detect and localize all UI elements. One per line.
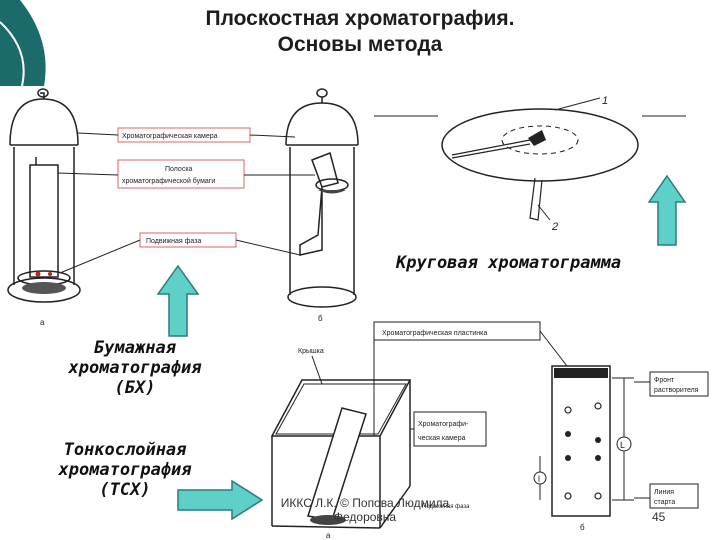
circ-num-2: 2: [551, 221, 558, 233]
arrow-up-circular-icon: [647, 174, 687, 246]
tlc-callout-front-1: Фронт: [654, 377, 675, 384]
tlc-letter-a: а: [326, 531, 331, 540]
paper-letter-b: б: [318, 314, 323, 323]
paper-label-1: Бумажная: [94, 338, 176, 358]
tlc-dim-l: l: [538, 474, 540, 484]
tlc-callout-chamber-2: ческая камера: [418, 435, 466, 442]
circ-num-1: 1: [602, 95, 608, 107]
slide-title: Плоскостная хроматография. Основы метода: [0, 6, 720, 58]
tlc-callout-start-1: Линия: [654, 489, 674, 496]
tlc-letter-b: б: [580, 523, 585, 532]
circular-chromatogram-figure: 1 2: [374, 95, 687, 246]
chamber-b: [285, 88, 359, 308]
arrow-right-tlc-icon: [177, 479, 264, 521]
title-line-2: Основы метода: [277, 33, 443, 56]
tlc-label-2: хроматография: [58, 460, 192, 480]
footer-author: ИККС Л.К. © Попова Людмила Федоровна: [280, 496, 450, 524]
paper-chromatography-label: Бумажная хроматография (БХ): [30, 338, 240, 398]
tlc-plate-developed: [551, 365, 611, 517]
tlc-label-1: Тонкослойная: [63, 440, 187, 460]
tlc-callout-phase: Подвижная фаза: [422, 504, 470, 510]
arrow-up-paper-icon: [156, 264, 200, 337]
tlc-label: Тонкослойная хроматография (ТСХ): [20, 440, 230, 500]
tlc-callout-chamber-1: Хроматографи-: [418, 421, 469, 428]
callout-strip-2: хроматографической бумаги: [122, 177, 215, 185]
chamber-a: [7, 88, 81, 303]
tlc-callout-plate: Хроматографическая пластинка: [382, 330, 487, 337]
page-number: 45: [652, 510, 666, 524]
callout-phase: Подвижная фаза: [146, 238, 201, 245]
tlc-callout-front-2: растворителя: [654, 387, 699, 394]
callout-chamber: Хроматографическая камера: [122, 133, 218, 140]
tlc-label-3: (ТСХ): [99, 480, 151, 500]
tlc-dim-L: L: [620, 440, 625, 450]
paper-label-2: хроматография: [68, 358, 202, 378]
paper-chromatography-figure: Хроматографическая камера Полоска хромат…: [7, 88, 359, 325]
corner-decoration: [0, 0, 46, 87]
paper-label-3: (БХ): [114, 378, 156, 398]
paper-letter-a: а: [40, 318, 45, 325]
filter-disc: [441, 108, 639, 182]
tlc-callout-lid: Крышка: [298, 348, 324, 355]
circular-label: Круговая хроматограмма: [396, 253, 622, 273]
tlc-callout-start-2: старта: [654, 499, 675, 506]
callout-strip-1: Полоска: [165, 166, 193, 173]
tlc-figure: Хроматографическая пластинка Крышка Хром…: [270, 321, 709, 540]
title-line-1: Плоскостная хроматография.: [205, 7, 515, 30]
